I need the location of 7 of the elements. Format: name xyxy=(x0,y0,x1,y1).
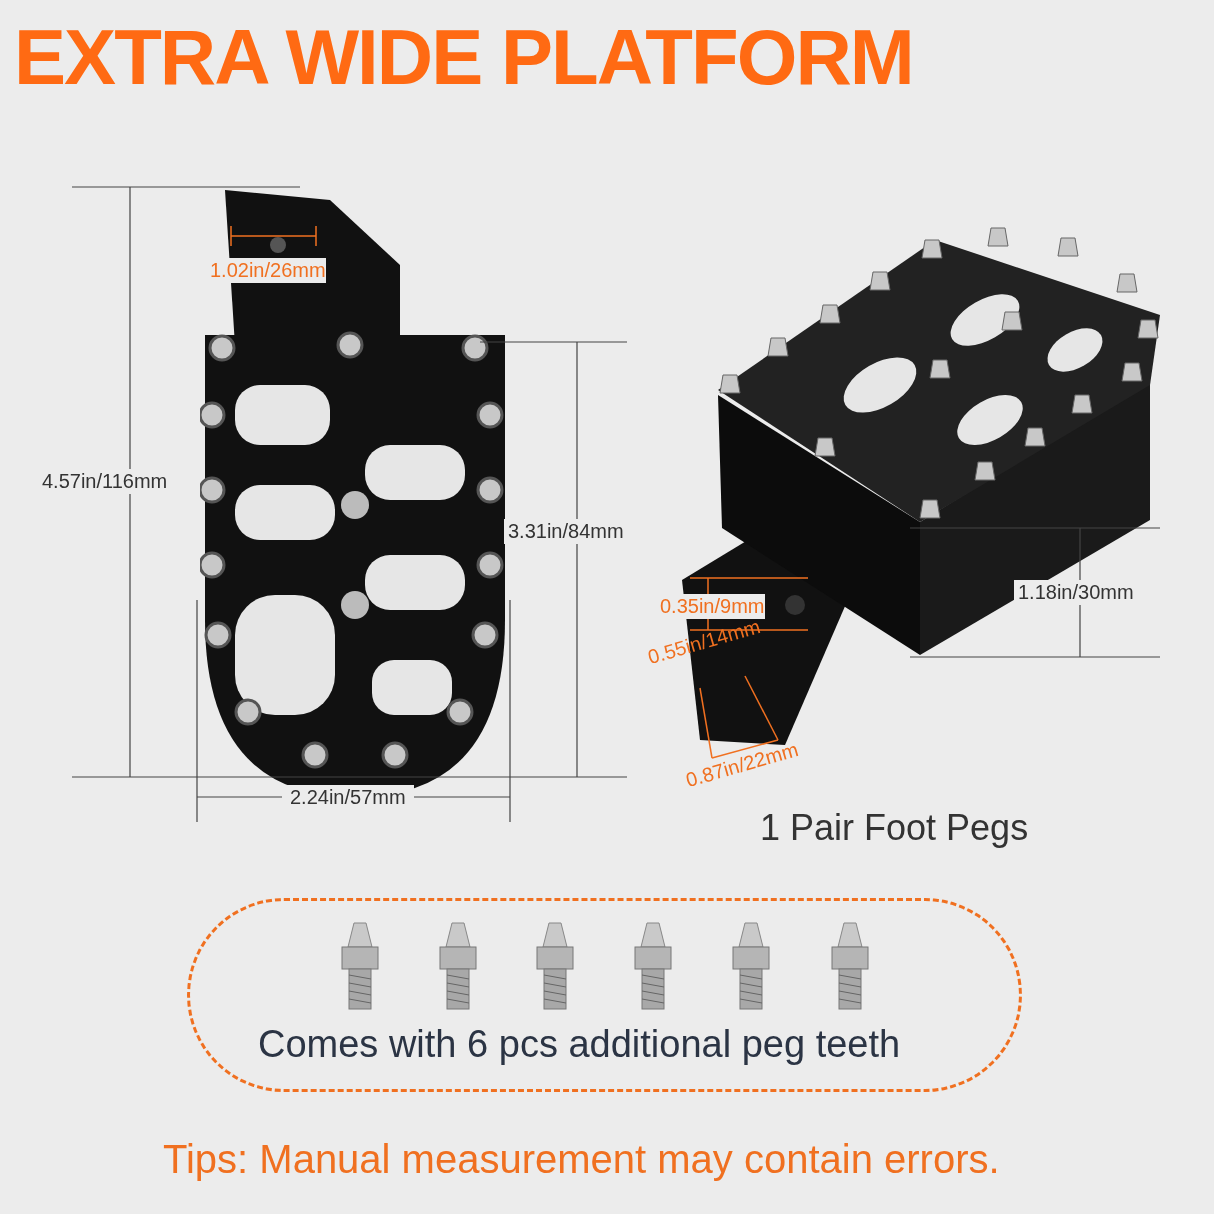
dimension-label: 1.02in/26mm xyxy=(210,258,326,283)
dimension-label: 0.35in/9mm xyxy=(660,594,765,619)
note: Comes with 6 pcs additional peg teeth xyxy=(258,1022,901,1067)
note: Tips: Manual measurement may contain errors. xyxy=(163,1136,1000,1183)
title: EXTRA WIDE PLATFORM xyxy=(14,18,913,96)
caption: 1 Pair Foot Pegs xyxy=(760,806,1029,850)
dashed-outline xyxy=(187,898,1022,1092)
